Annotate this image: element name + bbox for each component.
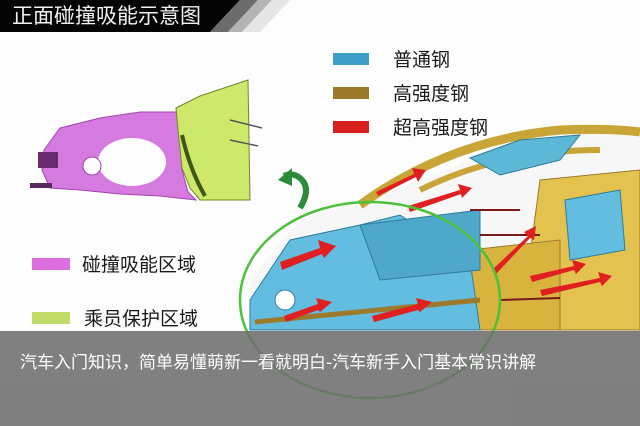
caption-text: 汽车入门知识，简单易懂萌新一看就明白-汽车新手入门基本常识讲解 <box>20 353 537 373</box>
car-body-frame <box>249 124 640 340</box>
legend-swatch <box>32 257 70 270</box>
legend-label: 超高强度钢 <box>393 117 489 139</box>
legend-label: 碰撞吸能区域 <box>82 254 197 276</box>
legend-item-crumple-zone: 碰撞吸能区域 <box>32 250 196 277</box>
legend-label: 高强度钢 <box>393 83 470 105</box>
legend-item-ultra-high-strength-steel: 超高强度钢 <box>333 113 488 140</box>
caption-overlay: 汽车入门知识，简单易懂萌新一看就明白-汽车新手入门基本常识讲解 <box>0 331 640 426</box>
direction-arrow-icon <box>278 168 309 210</box>
legend-label: 乘员保护区域 <box>84 308 199 330</box>
title-banner-shape <box>0 0 290 32</box>
force-arrows <box>280 168 612 322</box>
page-title: 正面碰撞吸能示意图 <box>12 4 201 28</box>
legend-swatch <box>333 52 369 65</box>
legend-item-high-strength-steel: 高强度钢 <box>333 79 469 106</box>
legend-swatch <box>333 120 369 133</box>
legend-swatch <box>32 311 70 324</box>
legend-label: 普通钢 <box>393 49 451 71</box>
title-banner: 正面碰撞吸能示意图 <box>0 0 640 32</box>
legend-swatch <box>333 86 369 99</box>
side-body-panel <box>30 79 263 201</box>
legend-item-occupant-zone: 乘员保护区域 <box>32 304 198 331</box>
legend-item-normal-steel: 普通钢 <box>333 45 450 72</box>
